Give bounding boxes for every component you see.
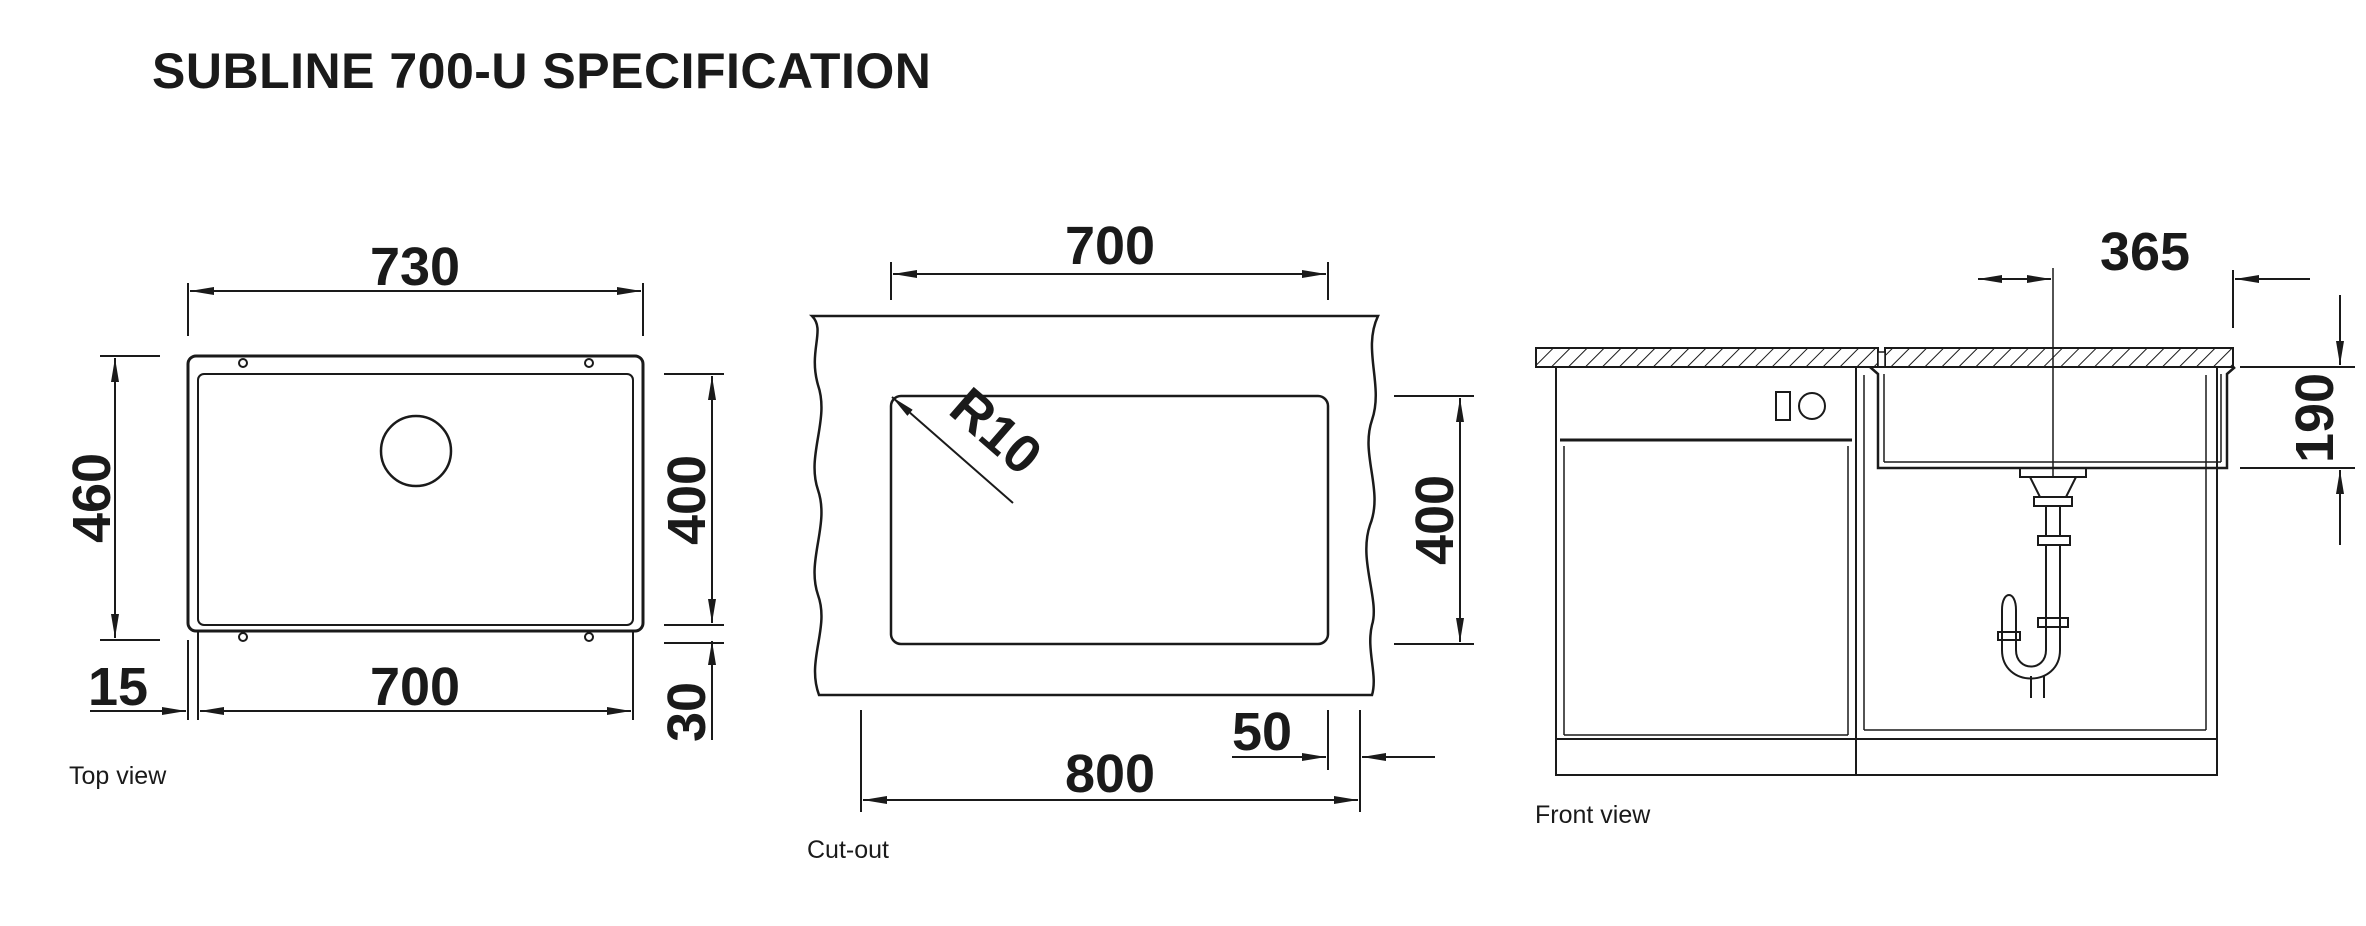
front-view-caption: Front view	[1535, 801, 1651, 829]
dimension-side-offset: 15	[88, 640, 189, 720]
drain-hole	[379, 414, 453, 488]
dim-radius-label: R10	[939, 376, 1053, 486]
front-view: 365 190	[1535, 222, 2355, 776]
dim-cabinet-width-label: 800	[1065, 744, 1155, 804]
dim-opening-depth-label: 400	[1405, 475, 1465, 565]
dimension-bottom-offset: 30	[657, 641, 724, 742]
countertop-piece	[808, 314, 1380, 697]
drain-siphon	[1997, 467, 2087, 698]
dimension-bowl-depth: 400	[657, 373, 724, 626]
dim-side-offset-label: 15	[88, 657, 148, 717]
dimension-opening-width: 700	[890, 216, 1329, 300]
sink-outline	[186, 354, 645, 633]
dim-bowl-height-label: 190	[2285, 373, 2345, 463]
dimension-bowl-height: 190	[2240, 295, 2355, 545]
dim-bowl-width-label: 700	[370, 657, 460, 717]
top-view-caption: Top view	[69, 762, 167, 790]
kitchen-cabinets	[1555, 366, 2218, 776]
cut-out-opening	[889, 394, 1330, 646]
dim-bottom-offset-label: 30	[657, 682, 717, 742]
dim-overall-width-label: 730	[370, 237, 460, 297]
dimension-side-clearance: 50	[1232, 702, 1435, 770]
mounting-holes	[238, 358, 594, 642]
dimension-cabinet-width: 800	[860, 710, 1361, 812]
dimension-opening-depth: 400	[1394, 395, 1474, 645]
page-title: SUBLINE 700-U SPECIFICATION	[152, 43, 932, 99]
top-view: 730 460 400 30 700	[62, 237, 724, 742]
dim-drain-offset-label: 365	[2100, 222, 2190, 282]
dim-opening-width-label: 700	[1065, 216, 1155, 276]
dim-side-clearance-label: 50	[1232, 702, 1292, 762]
cut-out-view: R10 700 400 800 50	[808, 216, 1474, 812]
worktop	[1535, 347, 2234, 368]
dimension-bowl-width: 700	[197, 630, 634, 720]
cut-out-caption: Cut-out	[807, 836, 889, 864]
control-panel	[1775, 391, 1826, 421]
dim-overall-depth-label: 460	[62, 453, 122, 543]
dimension-drain-offset: 365	[1978, 222, 2310, 328]
dimension-overall-depth: 460	[62, 355, 160, 641]
dim-bowl-depth-label: 400	[657, 455, 717, 545]
dimension-overall-width: 730	[187, 237, 644, 336]
